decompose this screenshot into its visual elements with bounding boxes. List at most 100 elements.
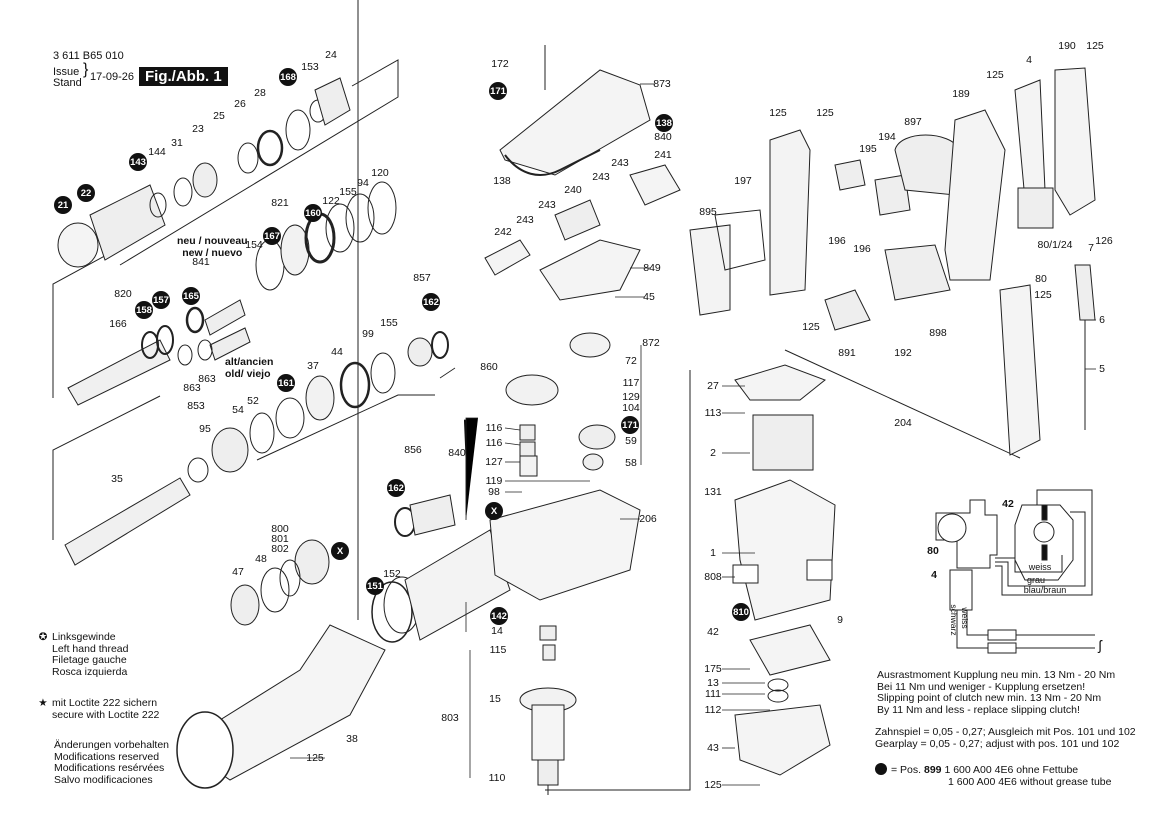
notice-line: Modifications reserved [54, 750, 160, 763]
part-label: 144 [148, 146, 166, 158]
part-label: 2 [710, 447, 716, 459]
part-label: 873 [653, 78, 671, 90]
part-label: 194 [878, 131, 896, 143]
part-label: 54 [232, 404, 244, 416]
part-label: 23 [192, 123, 204, 135]
group-frame-chuck [119, 59, 399, 266]
left-thread-legend: ✪Linksgewinde Left hand thread Filetage … [37, 631, 129, 678]
part-label: 808 [704, 571, 722, 583]
part-badge: 158 [135, 301, 153, 319]
part-label: 189 [952, 88, 970, 100]
part-label: 821 [271, 197, 289, 209]
part-label: 240 [564, 184, 582, 196]
note-line: By 11 Nm and less - replace slipping clu… [877, 703, 1080, 716]
part-badge: 142 [490, 607, 508, 625]
part-label: 98 [488, 486, 500, 498]
part-label: 131 [704, 486, 722, 498]
part-badge: 151 [366, 577, 384, 595]
legend-line: Linksgewinde [52, 631, 116, 643]
wiring-label-80: 80 [927, 545, 939, 557]
notice-line: Salvo modificaciones [54, 773, 153, 786]
part-label: 127 [485, 456, 503, 468]
wire-blau-braun: blau/braun [1023, 585, 1067, 595]
part-label: 43 [707, 742, 719, 754]
part-label: 154 [245, 239, 263, 251]
part-label: 42 [707, 626, 719, 638]
part-label: 857 [413, 272, 431, 284]
part-label: 801 [271, 533, 289, 545]
part-label: 840 [448, 447, 466, 459]
part-label: 14 [491, 625, 503, 637]
part-label: 113 [704, 407, 722, 419]
part-label: 166 [109, 318, 127, 330]
part-label: 243 [592, 171, 610, 183]
new-version-label: neu / nouveau new / nuevo [177, 235, 248, 259]
part-label: 895 [699, 206, 717, 218]
new-line-2: new / nuevo [182, 246, 243, 259]
issue-date: 17-09-26 [90, 71, 135, 83]
note-line: Slipping point of clutch new min. 13 Nm … [877, 692, 1102, 704]
part-label: 95 [199, 423, 211, 435]
part-label: 94 [357, 177, 369, 189]
part-label: 45 [643, 291, 655, 303]
part-label: 125 [306, 752, 324, 764]
gearplay-note: Zahnspiel = 0,05 - 0,27; Ausgleich mit P… [875, 726, 1136, 750]
grease-note: = Pos. 899 1 600 A00 4E6 ohne Fettube 1 … [875, 763, 1111, 788]
modifications-notice: Änderungen vorbehalten Modifications res… [54, 739, 169, 786]
part-label: 44 [331, 346, 343, 358]
loctite-legend: ★mit Loctite 222 sichern secure with Loc… [37, 697, 159, 721]
part-label: 80 [1035, 273, 1047, 285]
group-frame-860 [256, 394, 435, 461]
part-label: 104 [622, 402, 640, 414]
part-label: 849 [643, 262, 661, 274]
grease-line-1: 1 600 A00 4E6 ohne Fettube [944, 764, 1079, 776]
part-label: 190 [1058, 40, 1076, 52]
part-badge: 162 [387, 479, 405, 497]
part-label: 192 [894, 347, 912, 359]
part-label: 15 [489, 693, 501, 705]
part-label: 125 [1034, 289, 1052, 301]
part-label: 860 [480, 361, 498, 373]
part-label: 28 [254, 87, 266, 99]
legend-line: Left hand thread [52, 642, 129, 655]
part-label: 25 [213, 110, 225, 122]
part-label: 803 [441, 712, 459, 724]
old-line-1: alt/ancien [225, 356, 274, 368]
clutch-note: Ausrastmoment Kupplung neu min. 13 Nm - … [877, 669, 1115, 716]
part-label: 125 [769, 107, 787, 119]
part-label: 112 [704, 704, 722, 716]
part-badge: X [331, 542, 349, 560]
part-label: 196 [853, 243, 871, 255]
stand-label: Stand [53, 77, 82, 89]
brace: } [83, 61, 89, 78]
part-label: 24 [325, 49, 337, 61]
part-label: 80/1/24 [1037, 239, 1073, 251]
star-icon: ★ [38, 697, 48, 709]
part-label: 48 [255, 553, 267, 565]
grease-pos: 899 [923, 764, 942, 776]
part-label: 47 [232, 566, 244, 578]
issue-label: Issue [53, 66, 80, 78]
note-line: Zahnspiel = 0,05 - 0,27; Ausgleich mit P… [875, 726, 1136, 738]
legend-line: Rosca izquierda [52, 665, 128, 678]
part-badge: 138 [655, 114, 673, 132]
part-label: 116 [485, 422, 503, 434]
old-version-label: alt/ancien old/ viejo [225, 356, 274, 380]
part-badge: 143 [129, 153, 147, 171]
part-label: 26 [234, 98, 246, 110]
part-label: 119 [485, 475, 503, 487]
old-line-2: old/ viejo [225, 367, 271, 380]
part-label: 891 [838, 347, 856, 359]
wiring-label-42: 42 [1002, 498, 1014, 510]
part-label: 125 [802, 321, 820, 333]
part-badge: 810 [732, 603, 750, 621]
part-label: 204 [894, 417, 912, 429]
part-badge: 167 [263, 227, 281, 245]
part-label: 155 [380, 317, 398, 329]
part-label: 122 [322, 195, 340, 207]
legend-line: mit Loctite 222 sichern [52, 697, 158, 709]
part-badge: 168 [279, 68, 297, 86]
part-label: 111 [705, 688, 721, 700]
part-label: 125 [986, 69, 1004, 81]
